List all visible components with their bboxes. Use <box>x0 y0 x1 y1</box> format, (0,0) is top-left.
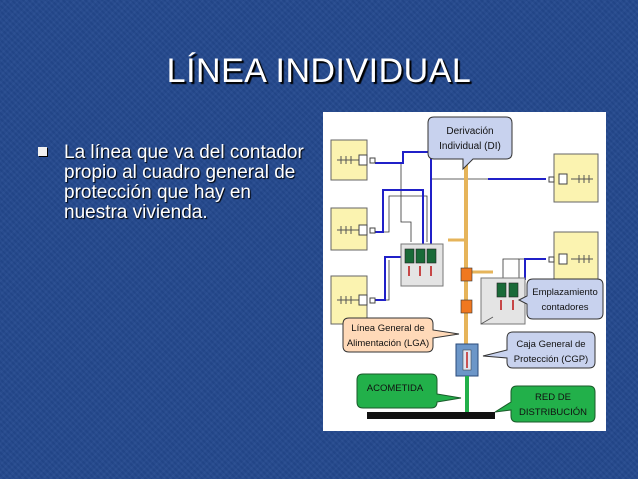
bullet-text: La línea que va del contador propio al c… <box>64 142 304 223</box>
callout-red-line2: DISTRIBUCIÓN <box>519 407 587 418</box>
meter-group-right <box>480 277 526 325</box>
derivacion-individual-lines <box>375 151 546 301</box>
callout-di-line2: Individual (DI) <box>439 141 501 152</box>
callout-cgp-line2: Protección (CGP) <box>514 354 588 365</box>
callout-acometida: ACOMETIDA <box>356 373 462 409</box>
callout-red-line1: RED DE <box>535 392 571 403</box>
cgp-box <box>455 343 479 377</box>
callout-di-line1: Derivación <box>446 126 493 137</box>
callout-red-distribucion: RED DE DISTRIBUCIÓN <box>494 385 596 423</box>
callout-acometida-text: ACOMETIDA <box>367 383 424 394</box>
callout-lga-line1: Línea General de <box>351 323 424 334</box>
panel-left-3 <box>330 275 376 325</box>
callout-lga-line2: Alimentación (LGA) <box>347 338 429 349</box>
distribution-bar <box>367 412 495 419</box>
panel-right-2 <box>548 231 599 281</box>
bullet-list: La línea que va del contador propio al c… <box>38 143 313 223</box>
meter-group-left <box>400 243 444 287</box>
callout-emplazamiento-line2: contadores <box>541 302 588 313</box>
installation-diagram: Derivación Individual (DI) Emplazamiento… <box>323 112 606 431</box>
square-bullet-icon <box>38 147 47 156</box>
panel-left-1 <box>330 139 376 181</box>
bullet-item: La línea que va del contador propio al c… <box>38 143 313 223</box>
fuse-upper <box>460 267 473 282</box>
callout-cgp: Caja General de Protección (CGP) <box>482 331 596 369</box>
callout-lga: Línea General de Alimentación (LGA) <box>342 317 460 353</box>
callout-emplazamiento: Emplazamiento contadores <box>517 278 604 320</box>
panel-right-1 <box>548 153 599 203</box>
callout-emplazamiento-line1: Emplazamiento <box>532 287 597 298</box>
callout-derivacion-individual: Derivación Individual (DI) <box>427 116 513 171</box>
panel-left-2 <box>330 207 376 251</box>
slide-title: LÍNEA INDIVIDUAL <box>166 52 472 90</box>
fuse-lower <box>460 299 473 314</box>
callout-cgp-line1: Caja General de <box>516 339 585 350</box>
